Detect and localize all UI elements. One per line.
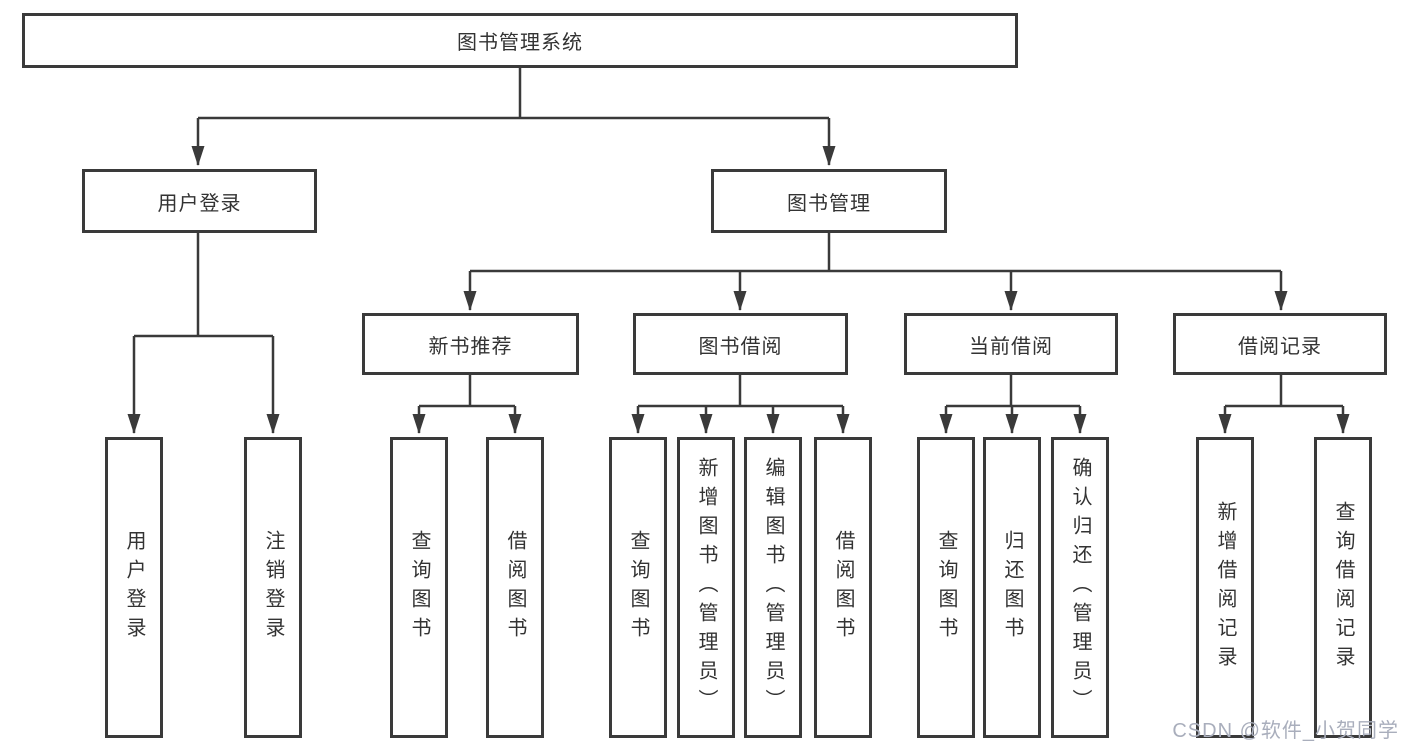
node-label: 图书管理 — [787, 192, 871, 215]
node-label: 确认归还（管理员） — [1069, 457, 1091, 718]
node-new-book-recommend: 新书推荐 — [362, 313, 579, 375]
watermark-text: CSDN @软件_小贺同学 — [1172, 720, 1399, 742]
leaf-borrow-books-recommend: 借阅图书 — [486, 437, 544, 738]
node-library-system: 图书管理系统 — [22, 13, 1018, 68]
leaf-user-login: 用户登录 — [105, 437, 163, 738]
leaf-add-books-admin: 新增图书（管理员） — [677, 437, 735, 738]
node-label: 归还图书 — [1001, 529, 1023, 646]
node-user-login: 用户登录 — [82, 169, 317, 233]
node-label: 编辑图书（管理员） — [762, 457, 784, 718]
node-label: 借阅图书 — [504, 529, 526, 646]
node-label: 查询图书 — [408, 529, 430, 646]
leaf-return-books: 归还图书 — [983, 437, 1041, 738]
node-label: 查询借阅记录 — [1332, 500, 1354, 675]
leaf-query-books-current: 查询图书 — [917, 437, 975, 738]
node-label: 新增借阅记录 — [1214, 500, 1236, 675]
leaf-borrow-books-borrowing: 借阅图书 — [814, 437, 872, 738]
leaf-add-borrow-record: 新增借阅记录 — [1196, 437, 1254, 738]
node-label: 借阅图书 — [832, 529, 854, 646]
node-label: 图书借阅 — [698, 335, 783, 358]
node-label: 图书管理系统 — [457, 32, 583, 54]
leaf-query-books-recommend: 查询图书 — [390, 437, 448, 738]
node-book-management: 图书管理 — [711, 169, 947, 233]
node-label: 当前借阅 — [969, 335, 1053, 358]
leaf-edit-books-admin: 编辑图书（管理员） — [744, 437, 802, 738]
node-label: 借阅记录 — [1238, 335, 1322, 358]
node-label: 用户登录 — [123, 529, 145, 646]
node-label: 查询图书 — [935, 529, 957, 646]
node-label: 注销登录 — [262, 529, 284, 646]
node-book-borrowing: 图书借阅 — [633, 313, 848, 375]
leaf-logout-login: 注销登录 — [244, 437, 302, 738]
leaf-confirm-return-admin: 确认归还（管理员） — [1051, 437, 1109, 738]
node-label: 新书推荐 — [428, 335, 513, 358]
node-borrowing-records: 借阅记录 — [1173, 313, 1387, 375]
node-label: 新增图书（管理员） — [695, 457, 717, 718]
leaf-query-borrow-record: 查询借阅记录 — [1314, 437, 1372, 738]
leaf-query-books-borrowing: 查询图书 — [609, 437, 667, 738]
node-label: 查询图书 — [627, 529, 649, 646]
node-label: 用户登录 — [157, 192, 242, 215]
node-current-borrowing: 当前借阅 — [904, 313, 1118, 375]
